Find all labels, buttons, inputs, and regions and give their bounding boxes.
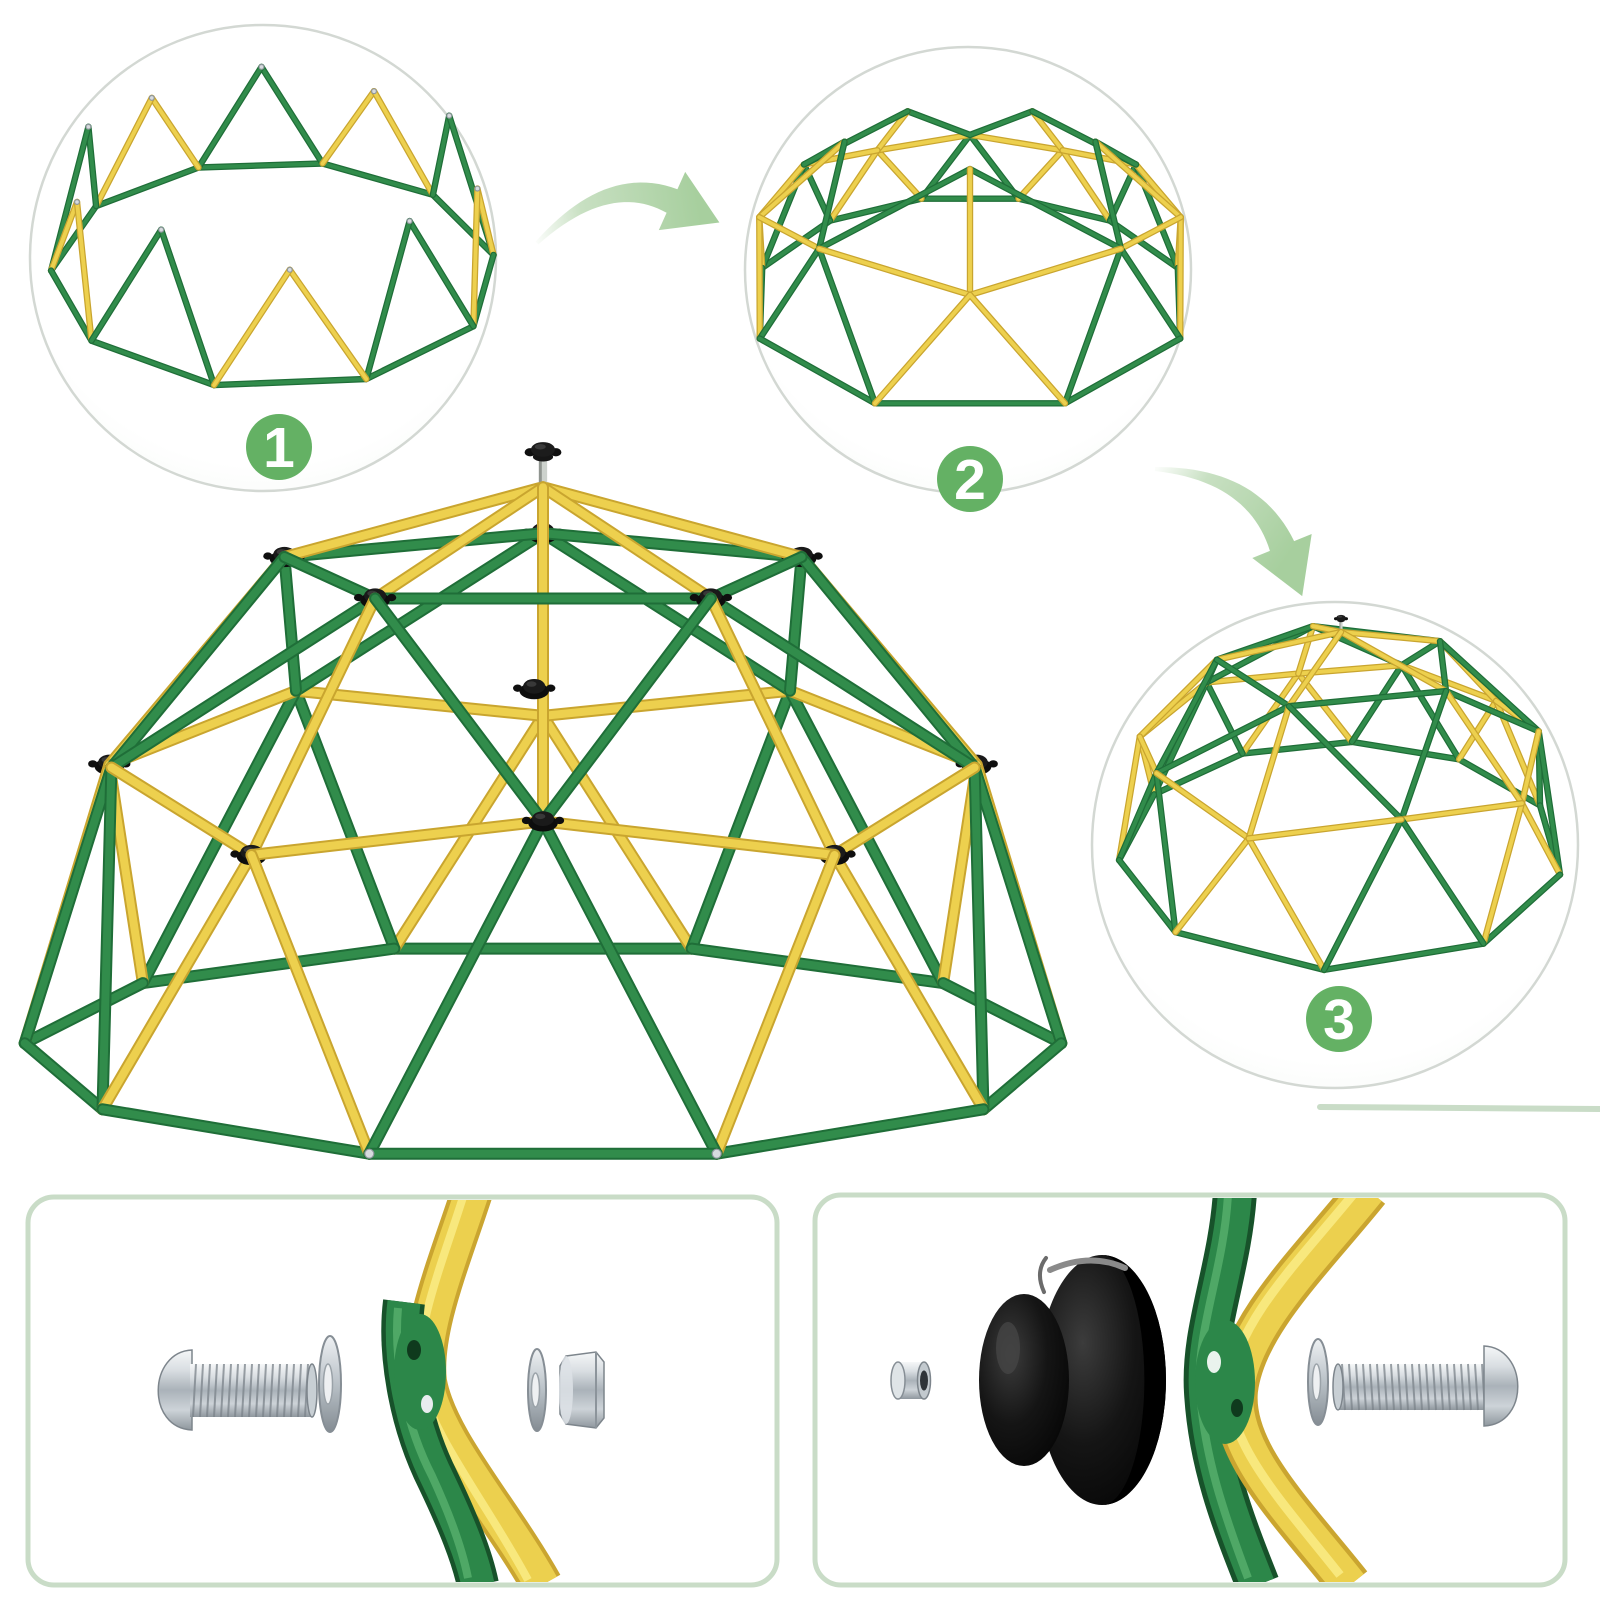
svg-text:1: 1 [263, 416, 295, 480]
svg-text:3: 3 [1323, 988, 1355, 1052]
svg-text:2: 2 [954, 448, 986, 512]
